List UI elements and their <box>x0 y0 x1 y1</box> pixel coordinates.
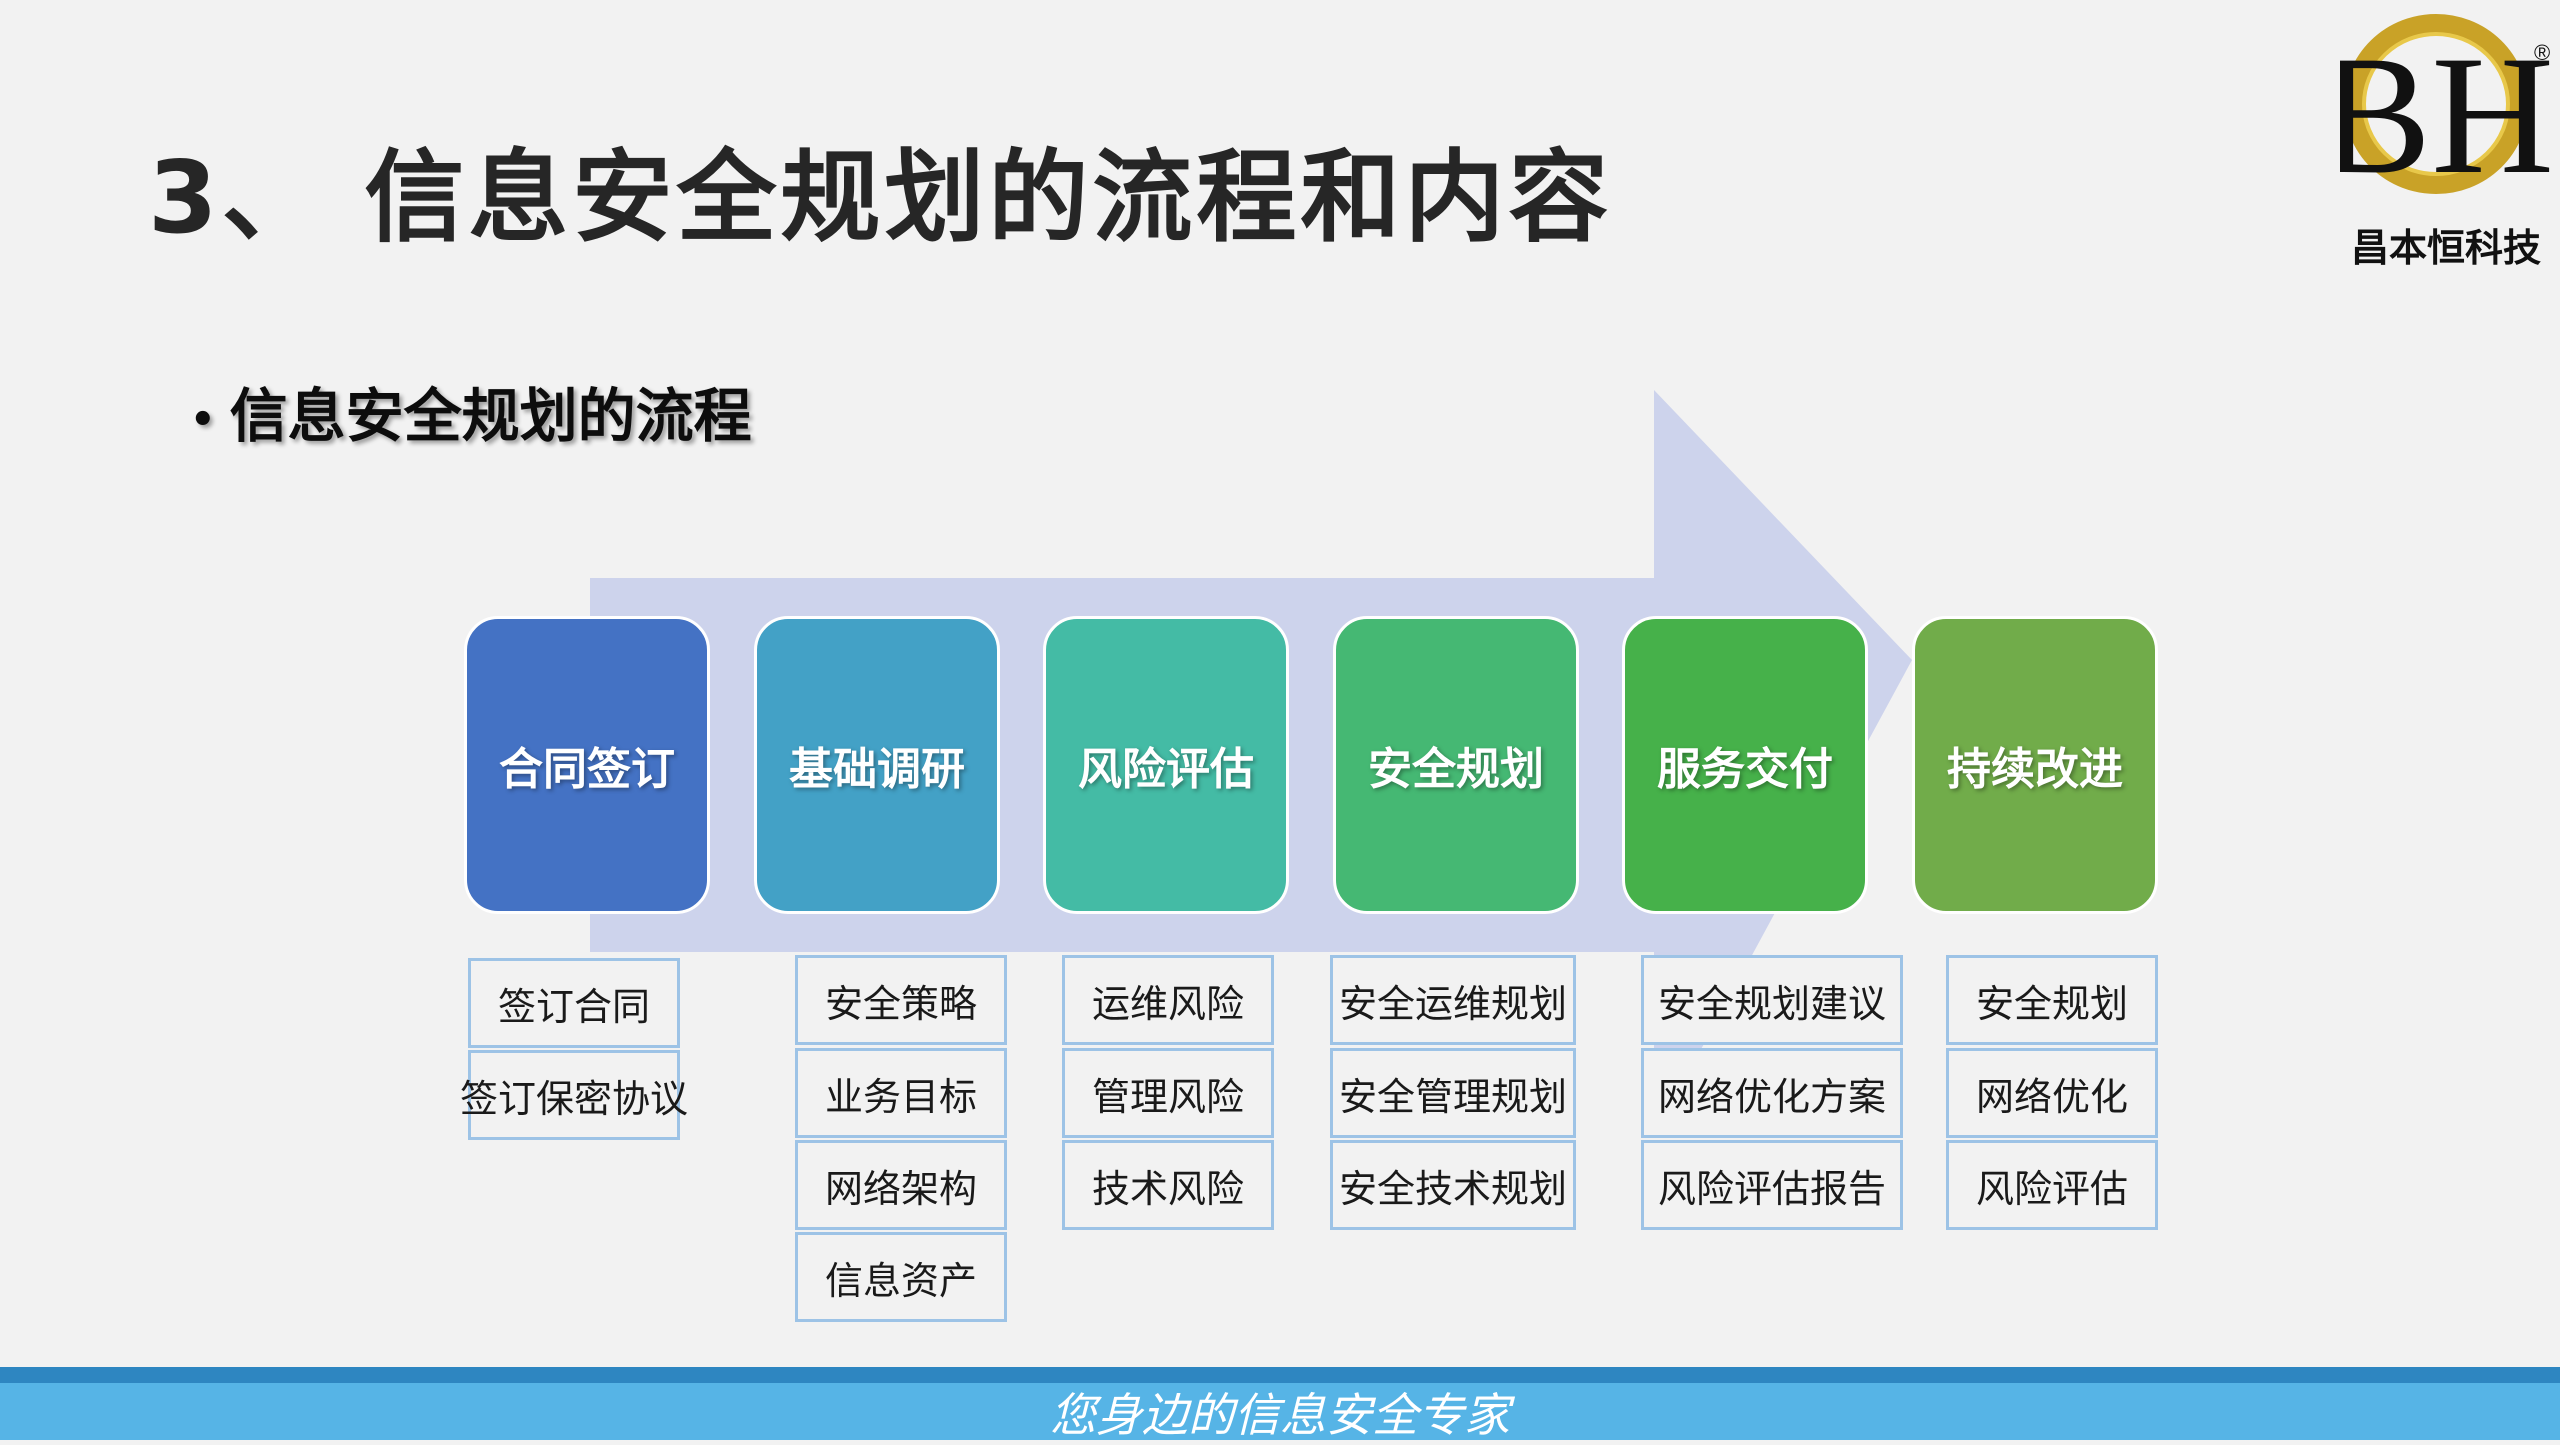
stage-2-item: 网络架构 <box>795 1140 1007 1230</box>
stage-2-item: 信息资产 <box>795 1232 1007 1322</box>
stage-2-item: 安全策略 <box>795 955 1007 1045</box>
company-logo: BH ® 昌本恒科技 <box>2340 12 2552 270</box>
stage-6-item: 风险评估 <box>1946 1140 2158 1230</box>
stage-box-2: 基础调研 <box>754 616 1000 914</box>
page-title: 3、 信息安全规划的流程和内容 <box>148 139 1613 256</box>
logo-mark-icon: BH ® <box>2340 14 2552 209</box>
stage-5-item: 风险评估报告 <box>1641 1140 1903 1230</box>
section-heading-text: 信息安全规划的流程 <box>229 382 752 450</box>
stage-1-item: 签订保密协议 <box>460 1050 688 1140</box>
footer-slogan: 您身边的信息安全专家 <box>0 1383 2560 1442</box>
stage-box-3: 风险评估 <box>1043 616 1289 914</box>
stage-4-item: 安全管理规划 <box>1330 1048 1576 1138</box>
stage-4-item: 安全运维规划 <box>1330 955 1576 1045</box>
logo-letters: BH <box>2340 21 2552 209</box>
stage-box-6: 持续改进 <box>1912 616 2158 914</box>
stage-1-item: 签订合同 <box>468 958 680 1048</box>
stage-2-item: 业务目标 <box>795 1048 1007 1138</box>
stage-5-item: 安全规划建议 <box>1641 955 1903 1045</box>
section-heading: • 信息安全规划的流程 <box>190 382 752 452</box>
stage-6-item: 安全规划 <box>1946 955 2158 1045</box>
stage-box-5: 服务交付 <box>1622 616 1868 914</box>
stage-6-item: 网络优化 <box>1946 1048 2158 1138</box>
stage-3-item: 运维风险 <box>1062 955 1274 1045</box>
stage-4-item: 安全技术规划 <box>1330 1140 1576 1230</box>
stage-3-item: 技术风险 <box>1062 1140 1274 1230</box>
bullet: • <box>190 396 216 443</box>
footer-divider <box>0 1367 2560 1383</box>
stage-box-1: 合同签订 <box>464 616 710 914</box>
stage-5-item: 网络优化方案 <box>1641 1048 1903 1138</box>
company-name: 昌本恒科技 <box>2350 226 2541 270</box>
stage-box-4: 安全规划 <box>1333 616 1579 914</box>
registered-mark: ® <box>2534 40 2550 65</box>
stage-3-item: 管理风险 <box>1062 1048 1274 1138</box>
